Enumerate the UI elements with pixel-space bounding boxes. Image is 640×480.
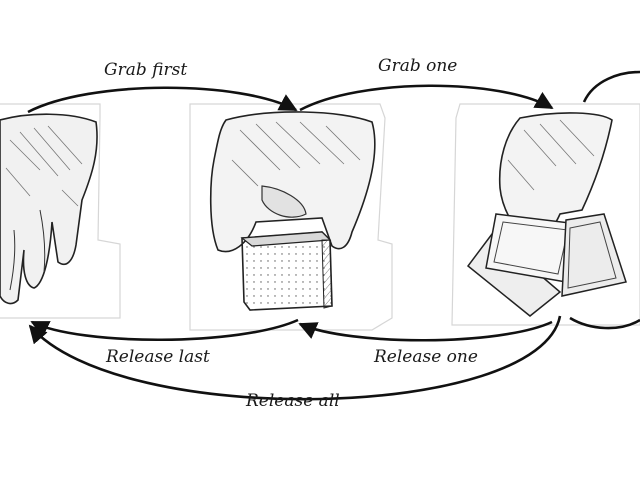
label-release-all: Release all — [246, 391, 340, 411]
label-grab-first: Grab first — [104, 60, 188, 80]
state-holding-one-block — [189, 103, 393, 331]
label-release-last: Release last — [106, 347, 210, 367]
label-release-one: Release one — [374, 347, 478, 367]
arrow-grab-first — [27, 86, 298, 114]
arrow-release-last — [30, 318, 299, 342]
state-open-hand — [0, 103, 121, 319]
arrow-release-one — [298, 320, 553, 342]
arrow-release-one-self-loop — [569, 316, 640, 330]
state-holding-multiple-blocks — [451, 103, 640, 326]
arrow-grab-one-self-loop — [582, 70, 640, 103]
arrow-grab-one — [299, 84, 554, 112]
label-grab-one: Grab one — [378, 56, 458, 76]
arrow-release-all — [28, 315, 562, 401]
